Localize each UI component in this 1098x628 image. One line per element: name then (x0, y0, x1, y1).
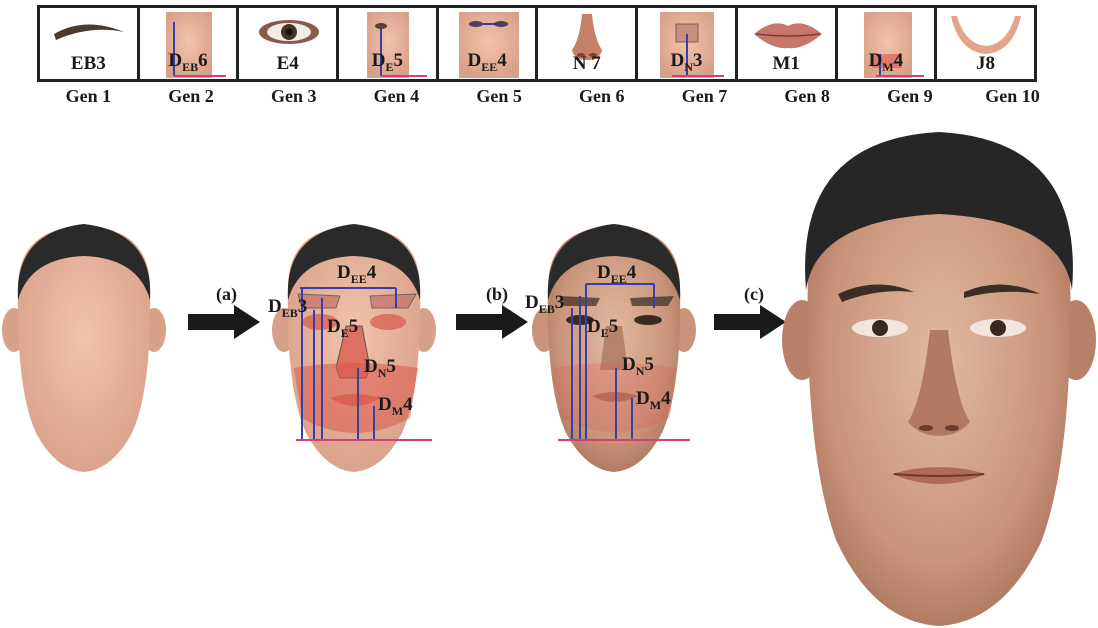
annotation-de: DE5 (587, 316, 618, 341)
feature-code: DN3 (638, 50, 735, 75)
feature-cell-eyebrow: EB3 (37, 5, 140, 82)
overlay-head (270, 218, 450, 488)
annotation-dm: DM4 (636, 388, 671, 413)
arrow-b-icon (456, 305, 528, 339)
feature-code: E4 (239, 53, 336, 75)
arrow-a-icon (188, 305, 260, 339)
arrow-c-icon (714, 305, 786, 339)
generation-label: Gen 9 (859, 86, 962, 110)
feature-code: DE5 (339, 50, 436, 75)
feature-code: DM4 (838, 50, 935, 75)
feature-cell-eye-spacing: DEE4 (436, 5, 539, 82)
generation-label: Gen 4 (345, 86, 448, 110)
annotation-dn: DN5 (364, 356, 396, 381)
annotation-dm: DM4 (378, 394, 413, 419)
final-head (780, 130, 1098, 628)
feature-cell-eye-distance: DE5 (336, 5, 439, 82)
feature-code: DEB6 (140, 50, 237, 75)
step-label-a: (a) (216, 284, 237, 305)
feature-strip: EB3 DEB6 E4 DE5 (37, 5, 1064, 82)
generation-label: Gen 1 (37, 86, 140, 110)
feature-cell-eye: E4 (236, 5, 339, 82)
eye-right (634, 315, 662, 325)
feature-code: EB3 (40, 53, 137, 75)
annotation-deb: DEB3 (525, 292, 564, 317)
feature-code: M1 (738, 53, 835, 75)
feature-cell-eyebrow-distance: DEB6 (137, 5, 240, 82)
generation-label: Gen 8 (756, 86, 859, 110)
feature-code: J8 (937, 53, 1034, 75)
generation-label: Gen 2 (140, 86, 243, 110)
annotation-deb: DEB3 (268, 296, 307, 321)
feature-cell-mouth-distance: DM4 (835, 5, 938, 82)
step-label-c: (c) (744, 284, 764, 305)
annotation-dn: DN5 (622, 354, 654, 379)
generation-label: Gen 3 (242, 86, 345, 110)
annotation-dee: DEE4 (337, 262, 376, 287)
feature-code: N 7 (538, 53, 635, 75)
generation-label: Gen 10 (961, 86, 1064, 110)
generation-label: Gen 7 (653, 86, 756, 110)
eyebrow-region-right (370, 294, 416, 308)
eye-region-right (370, 314, 406, 330)
feature-cell-nose-distance: DN3 (635, 5, 738, 82)
textured-head (530, 218, 710, 488)
step-label-b: (b) (486, 284, 508, 305)
feature-cell-nose: N 7 (535, 5, 638, 82)
feature-cell-mouth: M1 (735, 5, 838, 82)
blank-head (0, 218, 180, 488)
generation-labels: Gen 1 Gen 2 Gen 3 Gen 4 Gen 5 Gen 6 Gen … (37, 86, 1064, 110)
generation-label: Gen 5 (448, 86, 551, 110)
generation-label: Gen 6 (550, 86, 653, 110)
feature-code: DEE4 (439, 50, 536, 75)
annotation-dee: DEE4 (597, 262, 636, 287)
feature-cell-jaw: J8 (934, 5, 1037, 82)
annotation-de: DE5 (327, 316, 358, 341)
